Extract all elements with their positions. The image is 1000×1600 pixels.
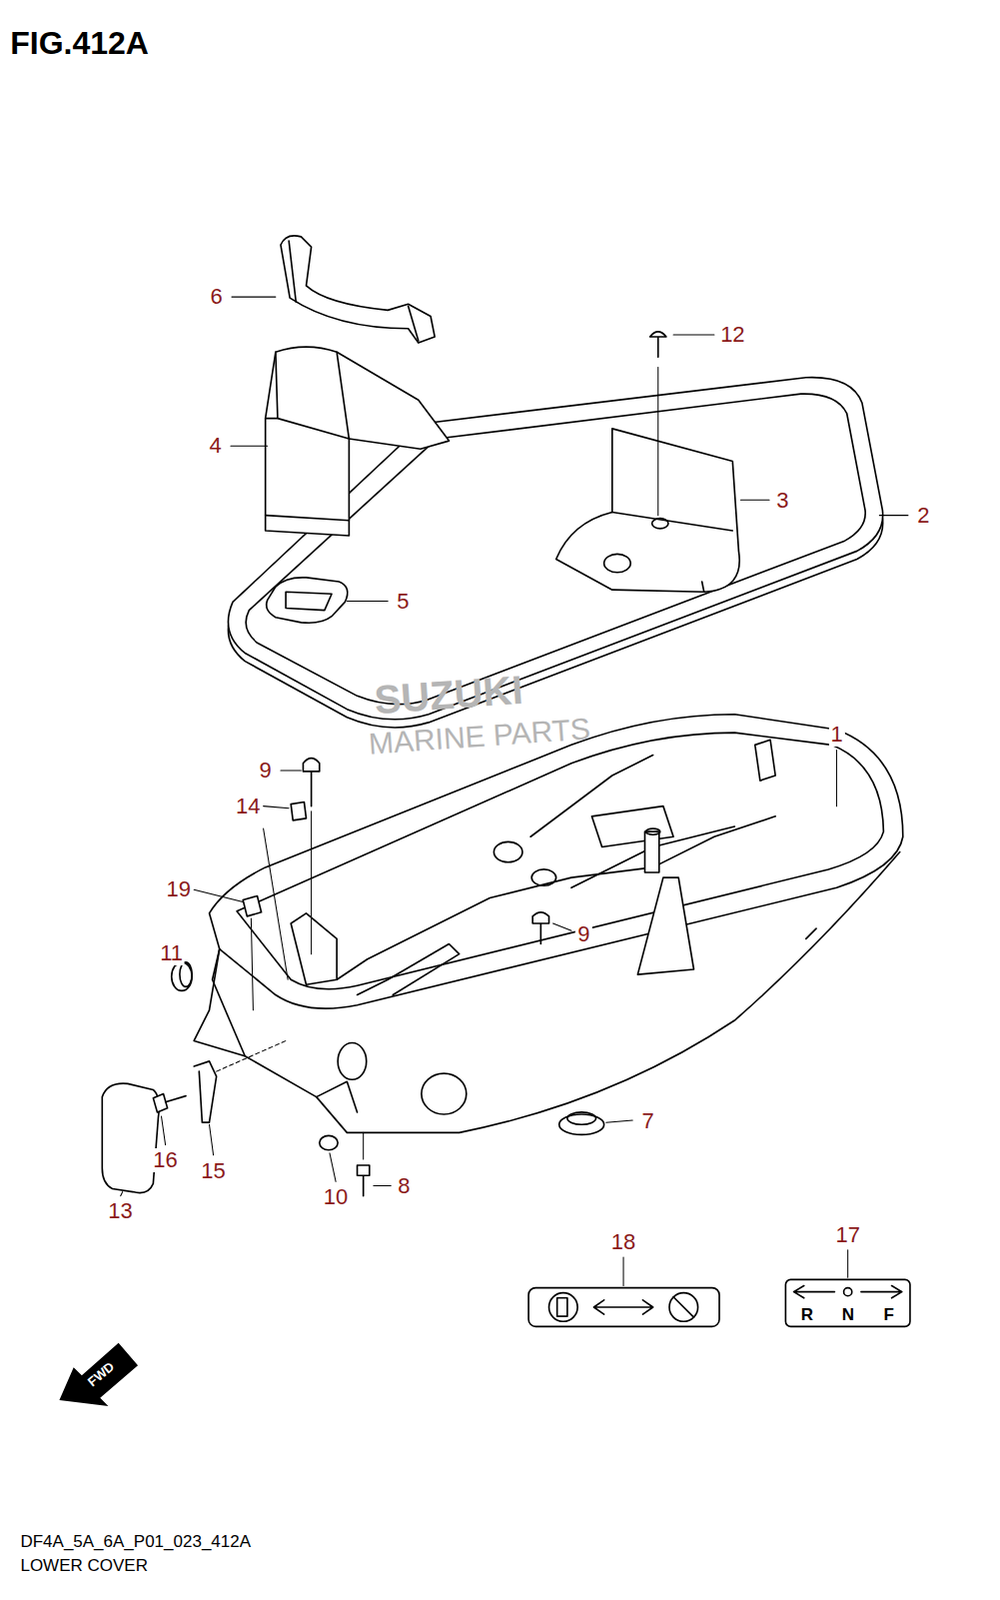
figure-caption: LOWER COVER	[19, 1555, 148, 1573]
callout-number: 3	[774, 488, 791, 513]
callout-number: 9	[575, 922, 592, 947]
fwd-arrow	[58, 1342, 138, 1406]
drawing-code: DF4A_5A_6A_P01_023_412A	[19, 1532, 251, 1550]
callout-number: 1	[828, 722, 845, 747]
watermark: SUZUKI	[373, 668, 525, 719]
shift-letter: N	[842, 1304, 855, 1322]
figure-title: FIG.412A	[9, 26, 149, 59]
callout-number: 8	[395, 1173, 412, 1198]
callout-number: 2	[915, 503, 932, 528]
callout-number: 9	[256, 758, 273, 783]
callout-number: 19	[164, 877, 193, 902]
callout-number: 13	[105, 1198, 134, 1223]
callout-number: 5	[394, 589, 411, 614]
callout-number: 15	[198, 1158, 227, 1183]
callout-number: 11	[157, 941, 185, 966]
shift-letter: F	[883, 1304, 894, 1322]
callout-number: 16	[150, 1147, 179, 1172]
callout-number: 12	[718, 322, 747, 347]
callout-number: 6	[207, 284, 224, 309]
callout-number: 17	[834, 1222, 863, 1247]
callout-number: 10	[321, 1184, 350, 1209]
callout-number: 4	[206, 433, 223, 458]
callout-number: 18	[609, 1229, 638, 1254]
shift-letter: R	[801, 1304, 814, 1322]
callout-number: 14	[233, 794, 262, 819]
callout-number: 7	[639, 1108, 656, 1133]
